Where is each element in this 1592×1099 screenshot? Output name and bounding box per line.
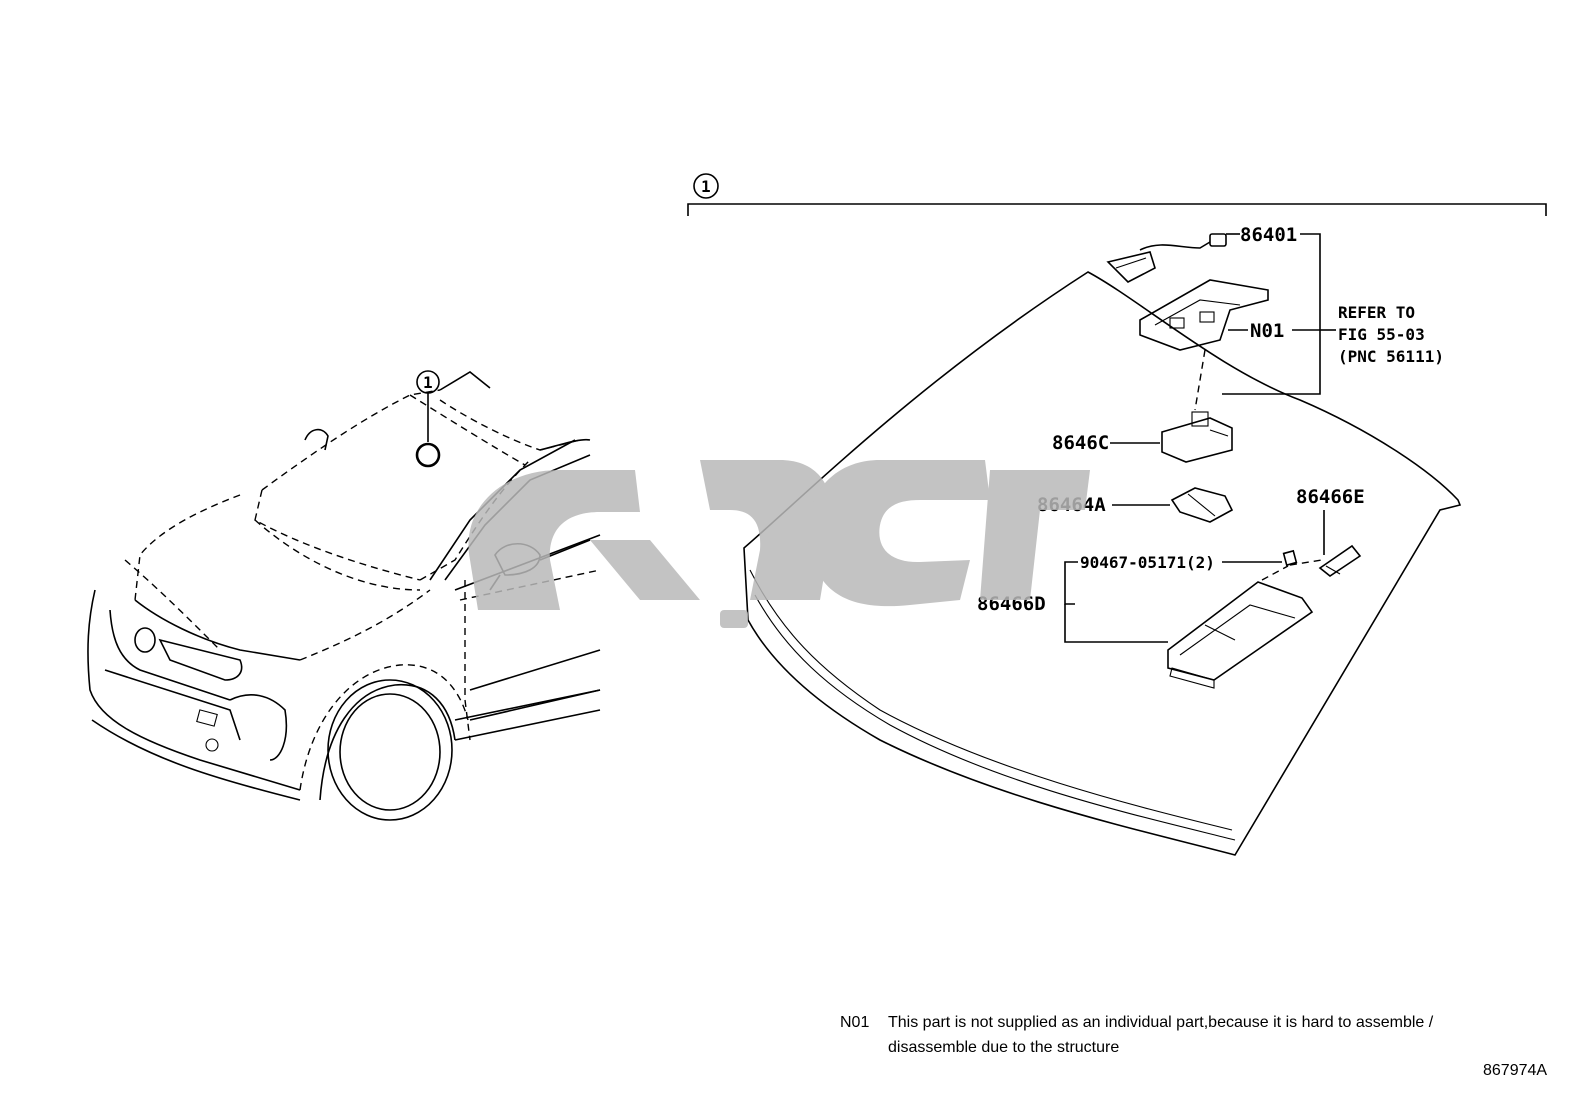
part-8646c xyxy=(1161,411,1233,463)
footnote-line-2: disassemble due to the structure xyxy=(888,1039,1120,1056)
part-86466e xyxy=(1318,544,1362,577)
assembly-callout-number: 1 xyxy=(701,177,711,196)
car-callout-number: 1 xyxy=(423,373,433,392)
part-86466d xyxy=(1167,581,1314,689)
assembly-axis-line xyxy=(1194,349,1206,411)
refer-line-1: REFER TO xyxy=(1338,303,1415,322)
label-86466e: 86466E xyxy=(1296,486,1365,508)
footnote-line-1: This part is not supplied as an individu… xyxy=(888,1014,1434,1031)
part-86401 xyxy=(1106,233,1240,283)
assembly-callout-circle xyxy=(693,173,719,199)
part-86464a xyxy=(1170,487,1234,523)
footnote-code: N01 xyxy=(840,1014,870,1031)
assembly-bracket xyxy=(687,203,1547,216)
label-86401: 86401 xyxy=(1240,224,1297,246)
refer-line-2: FIG 55-03 xyxy=(1338,325,1425,344)
part-90467-clip xyxy=(1282,549,1298,567)
figure-id: 867974A xyxy=(1483,1062,1548,1079)
part-n01-bracket xyxy=(1139,279,1269,351)
refer-line-3: (PNC 56111) xyxy=(1338,347,1444,366)
label-90467: 90467-05171(2) xyxy=(1080,553,1215,572)
watermark-logo xyxy=(468,460,1090,628)
label-8646c: 8646C xyxy=(1052,432,1109,454)
label-n01: N01 xyxy=(1250,320,1284,342)
